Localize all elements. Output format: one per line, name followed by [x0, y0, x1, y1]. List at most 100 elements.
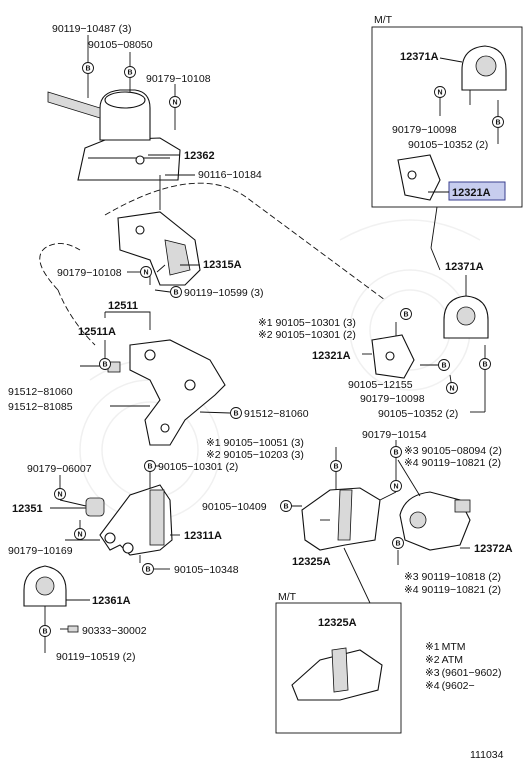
label-90105-08094: ※3 90105−08094 (2) [404, 445, 502, 457]
svg-text:B: B [441, 363, 446, 370]
mt-inset-top: M/T [371, 14, 523, 271]
label-90179-06007: 90179−06007 [27, 463, 92, 475]
svg-text:B: B [127, 70, 132, 77]
bracket-12325a-mt [291, 647, 383, 701]
label-90105-10301-1: ※1 90105−10301 (3) [258, 317, 356, 329]
label-90179-10108-top: 90179−10108 [146, 73, 211, 85]
svg-text:B: B [482, 362, 487, 369]
label-90105-10203: ※2 90105−10203 (3) [206, 449, 304, 461]
label-12315a: 12315A [203, 259, 242, 271]
label-12351: 12351 [12, 503, 43, 515]
nut-icon: N [74, 528, 86, 540]
svg-text:N: N [77, 532, 82, 539]
svg-text:B: B [495, 120, 500, 127]
label-90179-10169: 90179−10169 [8, 545, 73, 557]
svg-text:B: B [283, 504, 288, 511]
svg-text:B: B [393, 450, 398, 457]
nut-icon: N [169, 96, 181, 108]
label-12321a-top: 12321A [452, 187, 491, 199]
label-90119-10821-top: ※4 90119−10821 (2) [404, 457, 501, 469]
label-12372a: 12372A [474, 543, 513, 555]
label-90105-10352-mid: 90105−10352 (2) [378, 408, 458, 420]
bracket-12321a-mid [371, 334, 415, 379]
label-12325a-mt: 12325A [318, 617, 357, 629]
label-90105-10348: 90105−10348 [174, 564, 239, 576]
svg-text:B: B [395, 541, 400, 548]
svg-text:B: B [233, 411, 238, 418]
engine-outline [39, 182, 386, 346]
svg-text:B: B [145, 567, 150, 574]
bolt-icon: B [230, 407, 242, 419]
label-90179-10108-mid: 90179−10108 [57, 267, 122, 279]
bolt-icon: B [400, 308, 412, 320]
label-91512-81085: 91512−81085 [8, 401, 73, 413]
label-90105-10051: ※1 90105−10051 (3) [206, 437, 304, 449]
svg-text:N: N [57, 492, 62, 499]
svg-text:N: N [393, 484, 398, 491]
mount-12371a-inset [461, 45, 507, 105]
nut-icon: N [446, 382, 458, 394]
bolt-icon: B [330, 460, 342, 472]
mount-12361a [23, 565, 79, 633]
bolt-icon: B [142, 563, 154, 575]
mt-inset-bottom: M/T [275, 547, 402, 734]
label-90105-10301-2: ※2 90105−10301 (2) [258, 329, 356, 341]
svg-text:B: B [102, 362, 107, 369]
bracket-12321a-inset [397, 154, 506, 201]
label-12511: 12511 [108, 300, 138, 312]
part-labels: 90119−10487 (3) 90105−08050 90179−10108 … [8, 23, 513, 663]
label-91512-81060-left: 91512−81060 [8, 386, 73, 398]
nut-icon: N [390, 480, 402, 492]
bolt-icon: B [82, 62, 94, 74]
bracket-12325a [301, 487, 381, 551]
label-90179-10098-mid: 90179−10098 [360, 393, 425, 405]
leader-lines [44, 35, 499, 653]
nut-icon: N [140, 266, 152, 278]
fastener-symbols: B B N N B B B N N B B B N B B B N B B B … [39, 62, 504, 637]
label-12311a: 12311A [184, 530, 222, 542]
legend-item-4: ※4(9602− [425, 680, 475, 692]
bolt-icon: B [492, 116, 504, 128]
label-12361a: 12361A [92, 595, 131, 607]
label-12511a: 12511A [78, 326, 116, 338]
bolt-icon: B [99, 358, 111, 370]
bolt-icon: B [144, 460, 156, 472]
bolt-icon: B [124, 66, 136, 78]
svg-text:B: B [403, 312, 408, 319]
svg-text:B: B [147, 464, 152, 471]
label-90105-10409: 90105−10409 [202, 501, 267, 513]
nut-icon: N [54, 488, 66, 500]
svg-text:N: N [449, 386, 454, 393]
bracket-12315a [117, 211, 201, 286]
mount-12372a [399, 491, 471, 551]
label-90119-10519: 90119−10519 (2) [56, 651, 136, 663]
label-91512-81060-right: 91512−81060 [244, 408, 309, 420]
highlight-12321a [448, 181, 506, 201]
bolt-icon: B [280, 500, 292, 512]
label-90119-10487: 90119−10487 (3) [52, 23, 132, 35]
label-12371a-mid: 12371A [445, 261, 484, 273]
svg-text:B: B [85, 66, 90, 73]
label-12321a-mid: 12321A [312, 350, 351, 362]
label-12362: 12362 [184, 150, 215, 162]
svg-text:B: B [333, 464, 338, 471]
bolt-icon: B [170, 286, 182, 298]
label-90116-10184: 90116−10184 [198, 169, 262, 181]
svg-text:B: B [42, 629, 47, 636]
label-90119-10599: 90119−10599 (3) [184, 287, 264, 299]
label-90105-08050: 90105−08050 [88, 39, 153, 51]
label-12371a-top: 12371A [400, 51, 439, 63]
diagram-number: 111034 [470, 749, 504, 761]
label-90119-10821-bottom: ※4 90119−10821 (2) [404, 584, 501, 596]
bracket-12311a [99, 484, 173, 556]
bolt-icon: B [392, 537, 404, 549]
label-90333-30002: 90333−30002 [82, 625, 147, 637]
mt-inset-bottom-label: M/T [278, 591, 297, 603]
svg-text:N: N [437, 90, 442, 97]
stopper-12351 [85, 497, 105, 517]
label-90105-10352-top: 90105−10352 (2) [408, 139, 488, 151]
